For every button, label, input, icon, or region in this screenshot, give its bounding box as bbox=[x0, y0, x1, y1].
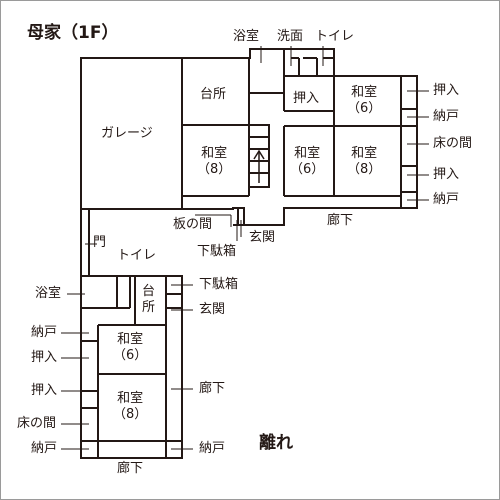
connector-walls bbox=[80, 209, 90, 276]
label-washitsu: 和室 bbox=[294, 146, 321, 161]
label-getabako-main: 下駄箱 bbox=[197, 244, 237, 259]
label-kitchen: 台所 bbox=[200, 87, 227, 102]
annex-outline bbox=[80, 275, 183, 459]
label-washitsu: 和室 bbox=[117, 391, 144, 406]
label-washitsu: 和室 bbox=[351, 85, 378, 100]
label-annex-getabako: 下駄箱 bbox=[199, 277, 239, 292]
label-annex-tokonoma: 床の間 bbox=[17, 416, 57, 431]
room-washitsu-6-lower: 和室 （6） bbox=[290, 146, 324, 178]
label-tokonoma: 床の間 bbox=[433, 136, 473, 151]
label-rouka-main: 廊下 bbox=[327, 213, 354, 228]
label-itanoma: 板の間 bbox=[173, 217, 213, 232]
label-annex-kitchen-bottom: 所 bbox=[142, 300, 156, 315]
label-garage: ガレージ bbox=[101, 126, 153, 141]
room-washitsu-6-upper: 和室 （6） bbox=[347, 85, 381, 117]
room-annex-kitchen: 台 所 bbox=[142, 284, 155, 316]
main-house-title: 母家（1F） bbox=[27, 23, 119, 43]
label-toilet: トイレ bbox=[315, 29, 355, 44]
label-oshiire-1: 押入 bbox=[433, 83, 460, 98]
label-washitsu: 和室 bbox=[351, 146, 378, 161]
annex-title: 離れ bbox=[259, 433, 293, 453]
label-annex-rouka-bottom: 廊下 bbox=[117, 461, 144, 476]
label-washitsu: 和室 bbox=[117, 332, 144, 347]
leader-lines bbox=[61, 46, 429, 450]
room-washitsu-8-main: 和室 （8） bbox=[197, 146, 231, 178]
label-size-6: （6） bbox=[113, 348, 148, 363]
label-nando-1: 納戸 bbox=[433, 109, 460, 124]
label-size-6: （6） bbox=[290, 162, 325, 177]
label-size-8: （8） bbox=[197, 162, 232, 177]
staircase bbox=[248, 124, 270, 188]
label-washroom: 洗面 bbox=[277, 29, 304, 44]
label-annex-kitchen-top: 台 bbox=[142, 284, 156, 299]
label-annex-oshiire-1: 押入 bbox=[31, 350, 58, 365]
label-size-6: （6） bbox=[347, 101, 382, 116]
label-size-8: （8） bbox=[113, 407, 148, 422]
label-washitsu: 和室 bbox=[201, 146, 228, 161]
room-annex-washitsu-6: 和室 （6） bbox=[113, 332, 147, 364]
label-bath: 浴室 bbox=[233, 29, 260, 44]
label-annex-oshiire-2: 押入 bbox=[31, 383, 58, 398]
label-annex-nando-3: 納戸 bbox=[199, 441, 226, 456]
label-oshiire-2: 押入 bbox=[433, 167, 460, 182]
room-annex-washitsu-8: 和室 （8） bbox=[113, 391, 147, 423]
main-house-walls bbox=[80, 48, 418, 226]
label-closet-top: 押入 bbox=[293, 91, 320, 106]
label-annex-rouka-side: 廊下 bbox=[199, 381, 226, 396]
label-gate: 門 bbox=[93, 235, 107, 250]
main-house-outline bbox=[80, 48, 418, 226]
label-annex-toilet: トイレ bbox=[117, 248, 157, 263]
label-nando-2: 納戸 bbox=[433, 192, 460, 207]
label-size-8: （8） bbox=[347, 162, 382, 177]
label-genkan-main: 玄関 bbox=[249, 230, 276, 245]
label-annex-genkan: 玄関 bbox=[199, 302, 226, 317]
room-washitsu-8-right: 和室 （8） bbox=[347, 146, 381, 178]
label-annex-nando-1: 納戸 bbox=[31, 325, 58, 340]
label-annex-bath: 浴室 bbox=[35, 286, 62, 301]
label-annex-nando-2: 納戸 bbox=[31, 441, 58, 456]
annex-walls bbox=[80, 275, 183, 459]
